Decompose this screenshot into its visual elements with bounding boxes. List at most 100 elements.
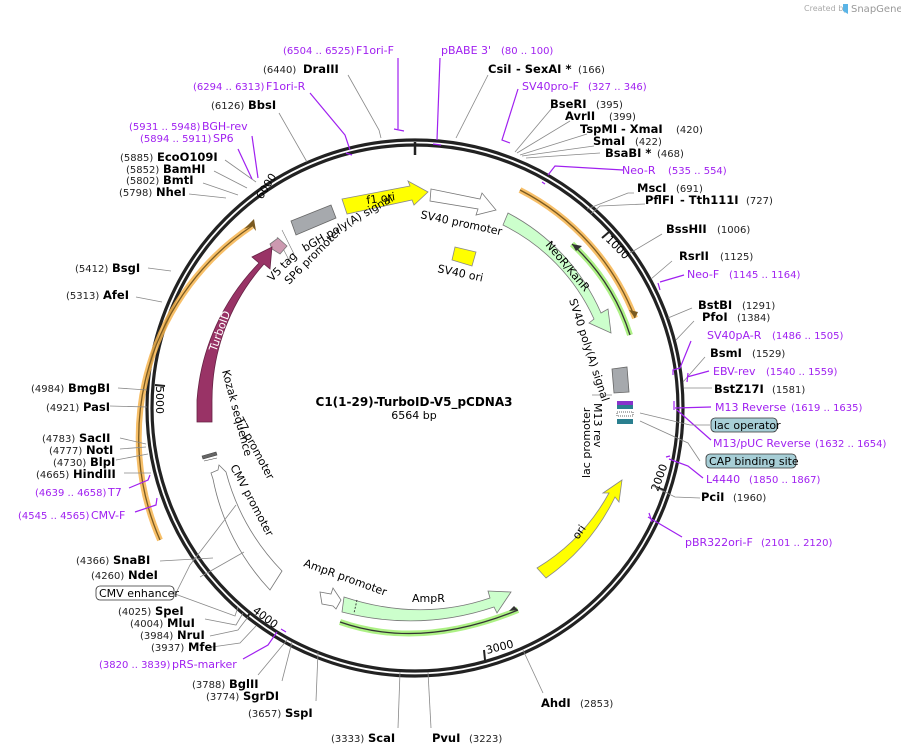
tick-4000: 4000 bbox=[246, 604, 280, 631]
feature-sv40-ori[interactable]: SV40 ori bbox=[436, 246, 484, 285]
enzyme-tspmi[interactable]: TspMI- XmaI(420) bbox=[580, 122, 703, 136]
enzyme-bsmi[interactable]: BsmI(1529) bbox=[710, 346, 785, 360]
credit-prefix: Created by bbox=[804, 4, 848, 13]
enzyme-nrui[interactable]: (3984)NruI bbox=[140, 628, 205, 642]
primer-m13-puc-reverse[interactable]: M13/pUC Reverse(1632 .. 1654) bbox=[713, 437, 887, 450]
primer-prs-marker[interactable]: (3820 .. 3839)pRS-marker bbox=[99, 658, 237, 671]
enzyme-bglii[interactable]: (3788)BglII bbox=[192, 677, 259, 691]
primer-ebv-rev[interactable]: EBV-rev(1540 .. 1559) bbox=[713, 365, 838, 378]
svg-text:(4777): (4777) bbox=[49, 446, 82, 457]
primer-neo-r[interactable]: Neo-R(535 .. 554) bbox=[622, 164, 727, 177]
enzyme-pflfi[interactable]: PflFI- Tth111I(727) bbox=[645, 193, 773, 207]
svg-text:(4639 .. 4658): (4639 .. 4658) bbox=[35, 488, 107, 499]
svg-text:NotI: NotI bbox=[86, 443, 113, 457]
svg-text:(4783): (4783) bbox=[42, 434, 75, 445]
enzyme-pfoi[interactable]: PfoI(1384) bbox=[702, 310, 770, 324]
svg-text:lac operator: lac operator bbox=[714, 419, 781, 432]
primer-f1ori-f[interactable]: (6504 .. 6525)F1ori-F bbox=[283, 44, 394, 57]
svg-text:NruI: NruI bbox=[177, 628, 205, 642]
feature-sv40-polya[interactable] bbox=[611, 366, 630, 394]
enzyme-scai[interactable]: (3333)ScaI bbox=[331, 731, 395, 745]
svg-text:(6294 .. 6313): (6294 .. 6313) bbox=[193, 82, 265, 93]
enzyme-rsrii[interactable]: RsrII(1125) bbox=[679, 249, 753, 263]
svg-text:PciI: PciI bbox=[701, 490, 724, 504]
boxed-lac-operator[interactable]: lac operator bbox=[710, 417, 781, 433]
primer-t7[interactable]: (4639 .. 4658)T7 bbox=[35, 486, 122, 499]
enzyme-sspi[interactable]: (3657)SspI bbox=[248, 706, 313, 720]
enzyme-ahdi[interactable]: AhdI(2853) bbox=[541, 696, 613, 710]
primer-neo-f[interactable]: Neo-F(1145 .. 1164) bbox=[687, 268, 801, 281]
enzyme-bseri[interactable]: BseRI(395) bbox=[550, 97, 623, 111]
enzyme-bsgi[interactable]: (5412)BsgI bbox=[75, 261, 140, 275]
svg-text:HindIII: HindIII bbox=[73, 467, 116, 481]
svg-text:CsiI: CsiI bbox=[488, 62, 512, 76]
svg-text:(166): (166) bbox=[578, 65, 605, 76]
enzyme-msci[interactable]: MscI(691) bbox=[637, 181, 703, 195]
boxed-cap-binding-site[interactable]: CAP binding site bbox=[705, 453, 799, 469]
svg-text:EBV-rev: EBV-rev bbox=[713, 365, 756, 378]
enzyme-pvui[interactable]: PvuI(3223) bbox=[432, 731, 502, 745]
enzyme-mlui[interactable]: (4004)MluI bbox=[130, 616, 195, 630]
enzyme-draiii[interactable]: (6440)DraIII bbox=[263, 62, 339, 76]
primer-l4440[interactable]: L4440(1850 .. 1867) bbox=[706, 473, 821, 486]
enzyme-noti[interactable]: (4777) NotI bbox=[49, 443, 113, 457]
primer-pbabe3[interactable]: pBABE 3'(80 .. 100) bbox=[441, 44, 553, 57]
plasmid-length: 6564 bp bbox=[391, 409, 436, 422]
feature-f1-ori[interactable]: f1 ori bbox=[341, 180, 429, 215]
primer-sv40pa-r[interactable]: SV40pA-R(1486 .. 1505) bbox=[707, 329, 844, 342]
svg-text:L4440: L4440 bbox=[706, 473, 740, 486]
enzyme-pasi[interactable]: (4921)PasI bbox=[46, 400, 110, 414]
enzyme-ndei[interactable]: (4260)NdeI bbox=[91, 568, 158, 582]
svg-text:BstZ17I: BstZ17I bbox=[714, 382, 764, 396]
svg-text:(5852): (5852) bbox=[126, 165, 159, 176]
feature-lac-glyphs[interactable] bbox=[616, 401, 634, 424]
svg-text:BGH-rev: BGH-rev bbox=[202, 120, 248, 133]
svg-text:ScaI: ScaI bbox=[368, 731, 395, 745]
enzyme-mfei[interactable]: (3937)MfeI bbox=[151, 640, 217, 654]
feature-sv40-promoter[interactable]: SV40 promoter bbox=[419, 188, 504, 238]
enzyme-bstz17i[interactable]: BstZ17I(1581) bbox=[714, 382, 805, 396]
svg-text:CAP binding site: CAP binding site bbox=[709, 455, 799, 468]
svg-text:(80 .. 100): (80 .. 100) bbox=[501, 46, 553, 57]
enzyme-bsabi[interactable]: BsaBI *(468) bbox=[605, 146, 684, 160]
enzyme-spei[interactable]: (4025)SpeI bbox=[118, 604, 184, 618]
svg-text:(5798): (5798) bbox=[119, 188, 152, 199]
enzyme-bamhi[interactable]: (5852)BamHI bbox=[126, 162, 205, 176]
enzyme-ecoo109i[interactable]: (5885)EcoO109I bbox=[120, 150, 218, 164]
primer-f1ori-r[interactable]: (6294 .. 6313)F1ori-R bbox=[193, 80, 306, 93]
svg-text:Neo-R: Neo-R bbox=[622, 164, 656, 177]
enzyme-bmti[interactable]: (5802)BmtI bbox=[126, 173, 194, 187]
svg-text:BseRI: BseRI bbox=[550, 97, 587, 111]
feature-cmv-promoter[interactable]: CMV promoter bbox=[210, 462, 283, 591]
enzyme-sacii[interactable]: (4783)SacII bbox=[42, 431, 110, 445]
svg-text:Neo-F: Neo-F bbox=[687, 268, 719, 281]
svg-text:PvuI: PvuI bbox=[432, 731, 460, 745]
enzyme-bsshii[interactable]: BssHII(1006) bbox=[666, 222, 750, 236]
primer-m13-reverse[interactable]: M13 Reverse(1619 .. 1635) bbox=[715, 401, 863, 414]
enzyme-bstbi[interactable]: BstBI(1291) bbox=[698, 298, 775, 312]
enzyme-csii[interactable]: CsiI- SexAI *(166) bbox=[488, 62, 605, 76]
primer-pbr322ori-f[interactable]: pBR322ori-F(2101 .. 2120) bbox=[685, 536, 833, 549]
feature-kozak-glyph[interactable] bbox=[201, 451, 218, 462]
primer-cmv-f[interactable]: (4545 .. 4565)CMV-F bbox=[18, 509, 125, 522]
feature-ori[interactable]: ori bbox=[536, 479, 623, 579]
enzyme-sgrdi[interactable]: (3774)SgrDI bbox=[206, 689, 279, 703]
svg-text:(6504 .. 6525): (6504 .. 6525) bbox=[283, 46, 355, 57]
enzyme-avrii[interactable]: AvrII(399) bbox=[565, 109, 636, 123]
primer-sp6[interactable]: (5894 .. 5911)SP6 bbox=[140, 132, 234, 145]
primer-bgh-rev[interactable]: (5931 .. 5948)BGH-rev bbox=[129, 120, 248, 133]
enzyme-smai[interactable]: SmaI(422) bbox=[593, 134, 662, 148]
enzyme-nhei[interactable]: (5798)NheI bbox=[119, 185, 186, 199]
enzyme-blpi[interactable]: (4730)BlpI bbox=[53, 455, 115, 469]
boxed-cmv-enhancer[interactable]: CMV enhancer bbox=[95, 585, 179, 601]
enzyme-bbsi[interactable]: (6126)BbsI bbox=[211, 98, 276, 112]
svg-text:(422): (422) bbox=[635, 137, 662, 148]
enzyme-pcii[interactable]: PciI(1960) bbox=[701, 490, 766, 504]
primer-sv40pro-f[interactable]: SV40pro-F(327 .. 346) bbox=[522, 80, 647, 93]
enzyme-hindiii[interactable]: (4665)HindIII bbox=[36, 467, 116, 481]
enzyme-bmgbi[interactable]: (4984)BmgBI bbox=[31, 381, 110, 395]
enzyme-afei[interactable]: (5313)AfeI bbox=[66, 288, 129, 302]
feature-ampr[interactable]: AmpR bbox=[341, 590, 512, 622]
svg-text:EcoO109I: EcoO109I bbox=[157, 150, 218, 164]
enzyme-snabi[interactable]: (4366)SnaBI bbox=[76, 553, 150, 567]
